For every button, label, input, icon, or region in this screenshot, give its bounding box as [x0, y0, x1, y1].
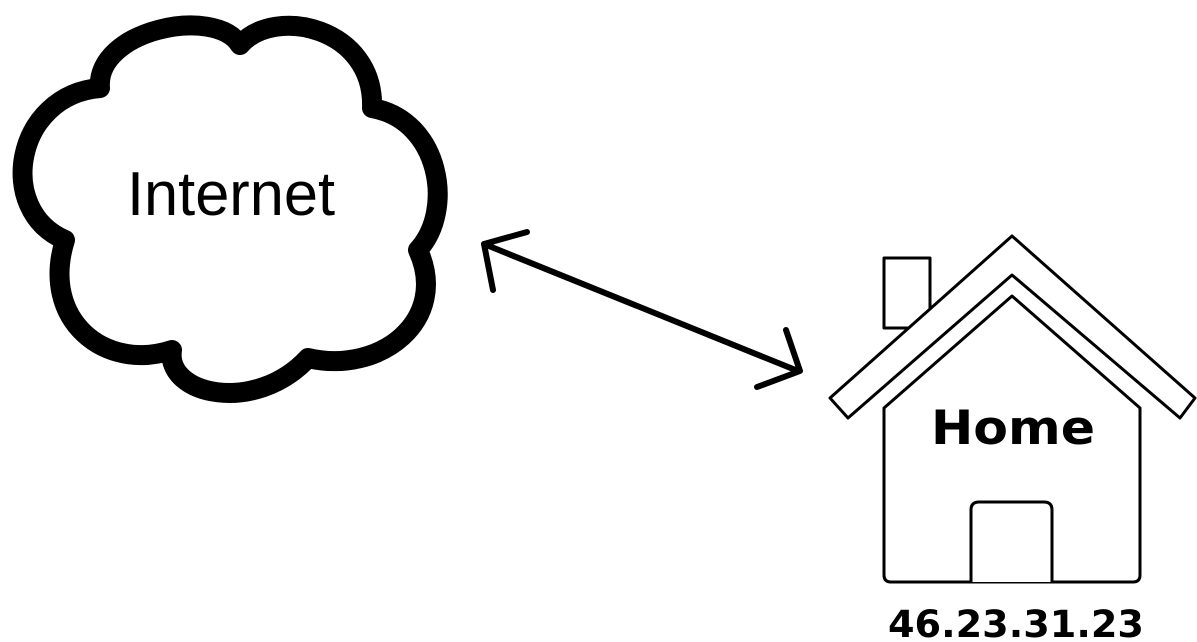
- arrow-shaft: [481, 241, 801, 374]
- arrow-head-left: [481, 229, 530, 293]
- house-node: Home 46.23.31.23: [828, 234, 1197, 642]
- connection-arrow: [481, 229, 803, 390]
- cloud-node: Internet: [12, 15, 448, 403]
- arrow-head-right: [754, 327, 803, 390]
- house-walls: [882, 294, 1142, 584]
- cloud-label: Internet: [127, 160, 335, 229]
- house-door: [969, 500, 1054, 582]
- ip-address-label: 46.23.31.23: [888, 603, 1144, 642]
- house-roof: [828, 234, 1197, 420]
- house-label: Home: [931, 401, 1095, 456]
- house-icon: [828, 234, 1197, 584]
- cloud-icon: [12, 15, 448, 403]
